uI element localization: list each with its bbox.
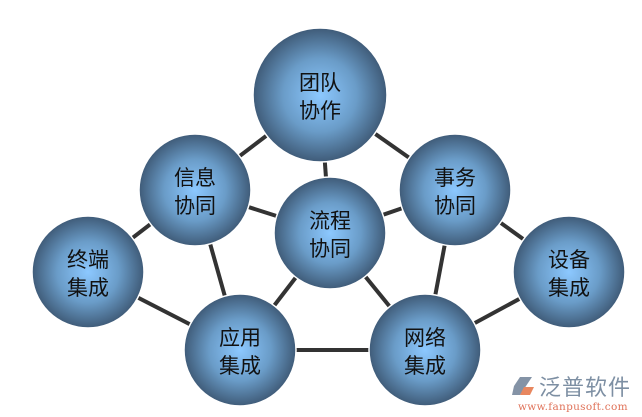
node-label-line2: 集成 <box>219 354 261 378</box>
node-circle <box>512 215 626 329</box>
node-circle <box>31 215 145 329</box>
node-circle <box>398 133 512 247</box>
node-label-line1: 流程 <box>309 209 351 233</box>
node-label-line2: 协作 <box>299 99 341 123</box>
node-circle <box>252 27 388 163</box>
node-label-line2: 协同 <box>434 194 476 218</box>
node-label-line2: 集成 <box>548 276 590 300</box>
node-circle <box>138 133 252 247</box>
fanpu-logo-icon <box>512 377 534 395</box>
node-label-line1: 应用 <box>219 326 261 350</box>
node-circle <box>368 293 482 407</box>
brand-name: 泛普软件 <box>539 376 632 401</box>
node-label-line1: 设备 <box>548 248 590 272</box>
node-label-line1: 终端 <box>67 248 109 272</box>
node-circle <box>183 293 297 407</box>
node-label-line1: 事务 <box>434 166 476 190</box>
node-label-line1: 团队 <box>299 71 341 95</box>
node-label-line2: 集成 <box>404 354 446 378</box>
node-label-line1: 网络 <box>404 326 446 350</box>
watermark-logo: 泛普软件 www.fanpusoft.com <box>510 370 640 415</box>
node-label-line2: 协同 <box>309 237 351 261</box>
node-label-line2: 集成 <box>67 276 109 300</box>
node-circle <box>273 176 387 290</box>
node-label-line1: 信息 <box>174 166 216 190</box>
brand-url: www.fanpusoft.com <box>518 401 628 413</box>
node-label-line2: 协同 <box>174 194 216 218</box>
